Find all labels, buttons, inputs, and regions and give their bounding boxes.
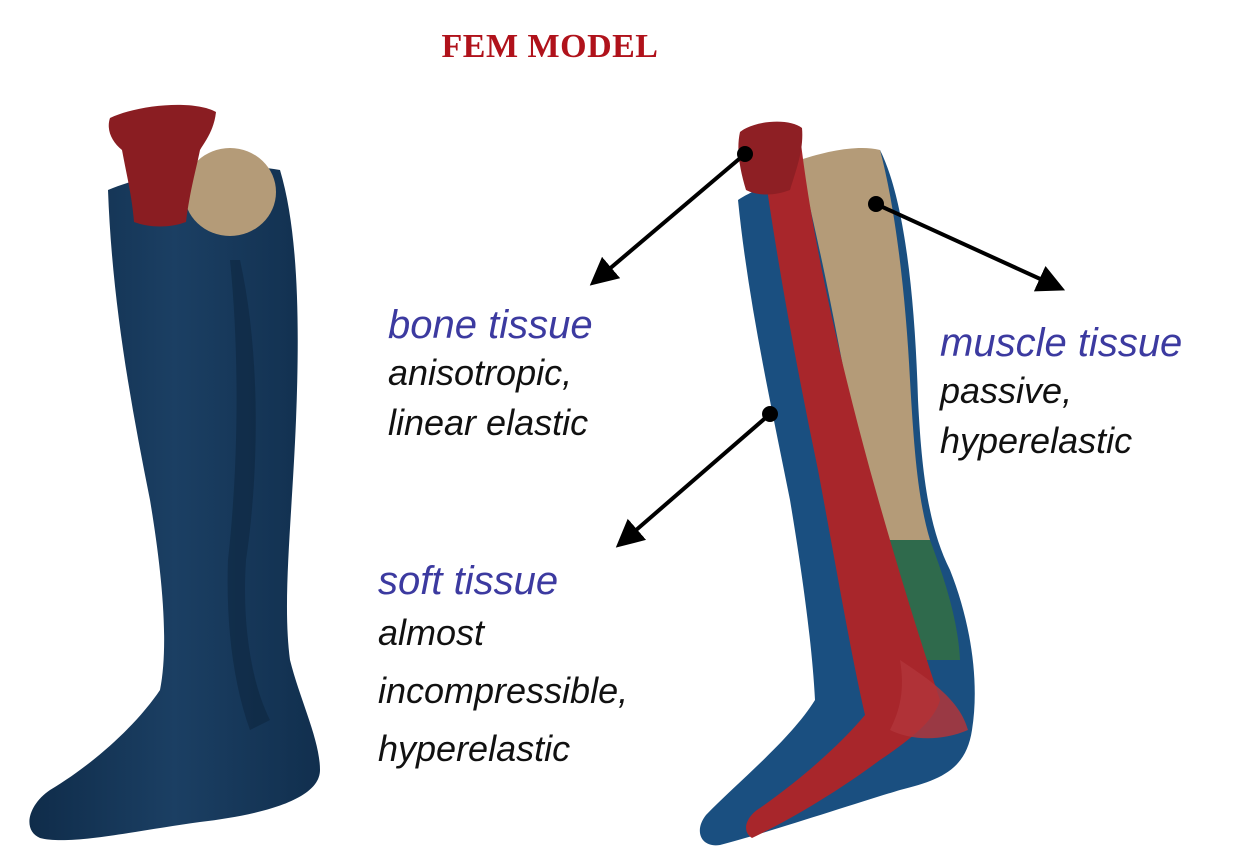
soft-tissue-label: soft tissue almost incompressible, hyper… [378,558,628,778]
left-leg-model [29,105,320,840]
bone-tissue-desc-1: anisotropic, [388,348,593,398]
soft-tissue-desc-1: almost [378,604,628,662]
bone-tissue-desc-2: linear elastic [388,398,593,448]
bone-tissue-name: bone tissue [388,302,593,348]
soft-tissue-desc-2: incompressible, [378,662,628,720]
soft-tissue-name: soft tissue [378,558,628,604]
left-leg-cut-surface [184,148,276,236]
figure-title: FEM MODEL [0,28,1100,66]
soft-tissue-desc-3: hyperelastic [378,720,628,778]
muscle-tissue-label: muscle tissue passive, hyperelastic [940,320,1182,466]
left-leg-skin [29,166,320,840]
bone-arrow [594,154,745,282]
soft-arrow [620,414,770,544]
muscle-tissue-desc-2: hyperelastic [940,416,1182,466]
muscle-tissue-desc-1: passive, [940,366,1182,416]
muscle-tissue-name: muscle tissue [940,320,1182,366]
bone-tissue-label: bone tissue anisotropic, linear elastic [388,302,593,448]
